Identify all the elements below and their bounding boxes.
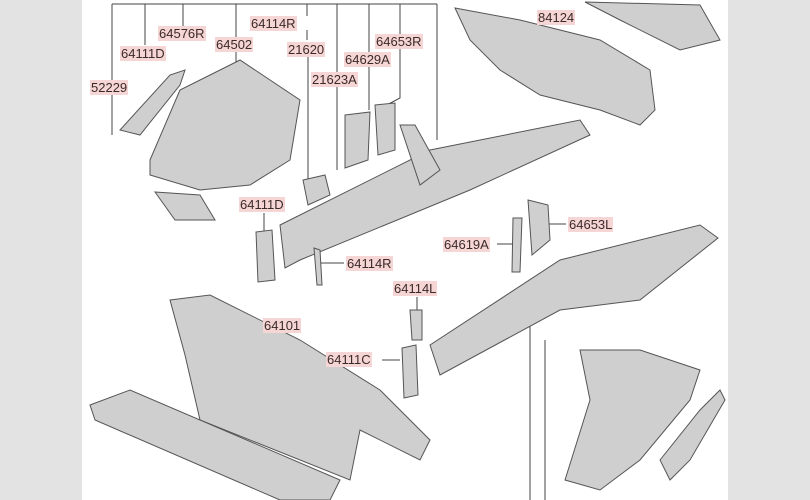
dash-panel-upper-part — [584, 1, 721, 51]
bracket-64653L — [527, 199, 551, 257]
part-label: 64114L — [393, 281, 438, 296]
part-label: 64629A — [344, 52, 391, 67]
bracket-64629A — [344, 111, 371, 169]
part-label: 64111C — [326, 352, 372, 367]
wheel-house-left-part — [564, 349, 701, 491]
dash-panel-part — [454, 7, 656, 126]
parts — [89, 1, 726, 500]
right-margin — [728, 0, 810, 500]
part-label: 84124 — [537, 10, 576, 25]
part-label: 64502 — [215, 37, 254, 52]
member-bracket-part — [399, 124, 441, 186]
part-label: 64111D — [239, 197, 285, 212]
bracket-64653R — [374, 102, 396, 156]
front-side-member-left — [429, 224, 719, 376]
bumper-beam-part — [89, 389, 341, 500]
rail-left-part — [659, 389, 726, 481]
left-margin — [0, 0, 82, 500]
plate-64111C — [401, 344, 419, 399]
part-label: 52229 — [90, 80, 129, 95]
part-label: 64653R — [375, 34, 423, 49]
part-label: 64653L — [568, 217, 614, 232]
bracket-64619A — [511, 217, 523, 273]
part-label: 64101 — [263, 318, 302, 333]
part-label: 64114R — [346, 256, 393, 271]
part-label: 64114R — [250, 16, 297, 31]
rail-part — [119, 69, 186, 136]
part-label: 64111D — [120, 46, 166, 61]
part-label: 64619A — [443, 237, 490, 252]
bracket-64114L — [409, 309, 423, 341]
part-label: 64576R — [158, 26, 206, 41]
part-label: 21623A — [311, 72, 358, 87]
plate-64111D — [255, 229, 276, 283]
bracket-64114R — [313, 247, 323, 286]
bracket-21620 — [302, 174, 331, 206]
bracket-part — [153, 191, 216, 221]
front-side-member-right — [279, 119, 591, 269]
part-label: 21620 — [287, 42, 326, 57]
wheel-house-part — [149, 59, 301, 191]
